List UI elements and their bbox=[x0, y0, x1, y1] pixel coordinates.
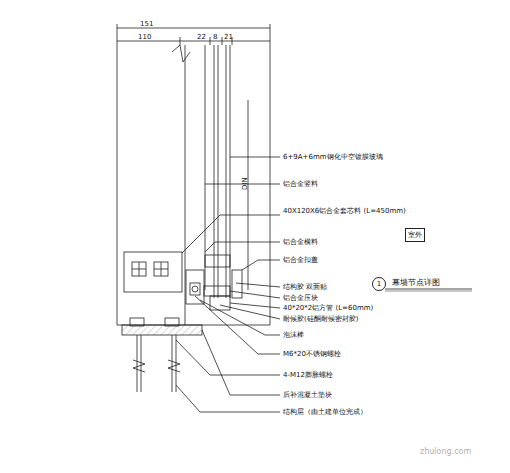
callout-label: 铝合金扣盖 bbox=[283, 256, 318, 264]
callout-label: 40X120X6铝合金套芯料 (L=450mm) bbox=[283, 207, 406, 215]
dimension: 110 bbox=[138, 33, 151, 41]
detail-callout: 1 bbox=[372, 277, 386, 291]
callout-label: 铝合金压块 bbox=[283, 294, 318, 302]
callout-label: 铝合金横料 bbox=[283, 238, 318, 246]
boxed-note: 室外 bbox=[405, 228, 425, 242]
callout-label: 铝合金竖料 bbox=[283, 180, 318, 188]
callout-label: 4-M12膨胀螺栓 bbox=[283, 371, 333, 379]
dimension: 22 bbox=[197, 33, 206, 41]
dimension: 8 bbox=[213, 33, 217, 41]
callout-label: 结构层（由土建单位完成） bbox=[283, 408, 367, 416]
callout-label: 40*20*2铝方管 (L=60mm) bbox=[283, 304, 373, 312]
watermark: zhulong.com bbox=[420, 448, 471, 456]
callout-label: M6*20不锈钢螺栓 bbox=[283, 350, 341, 358]
callout-label: 6+9A+6mm钢化中空镀膜玻璃 bbox=[283, 153, 383, 161]
callout-label: 结构胶 双面贴 bbox=[283, 283, 327, 291]
callout-label: 泡沫棒 bbox=[283, 331, 304, 339]
detail-title: 幕墙节点详图 bbox=[392, 279, 440, 287]
callout-label: 耐候胶(硅酮耐候密封胶) bbox=[283, 315, 358, 323]
callout-label: 后补混凝土垫块 bbox=[283, 391, 332, 399]
node-text: 1 bbox=[377, 280, 381, 288]
dimension: 21 bbox=[224, 33, 233, 41]
dimension: DIN bbox=[241, 177, 249, 190]
node-text: 室外 bbox=[408, 230, 422, 240]
dimension: 151 bbox=[140, 20, 153, 28]
